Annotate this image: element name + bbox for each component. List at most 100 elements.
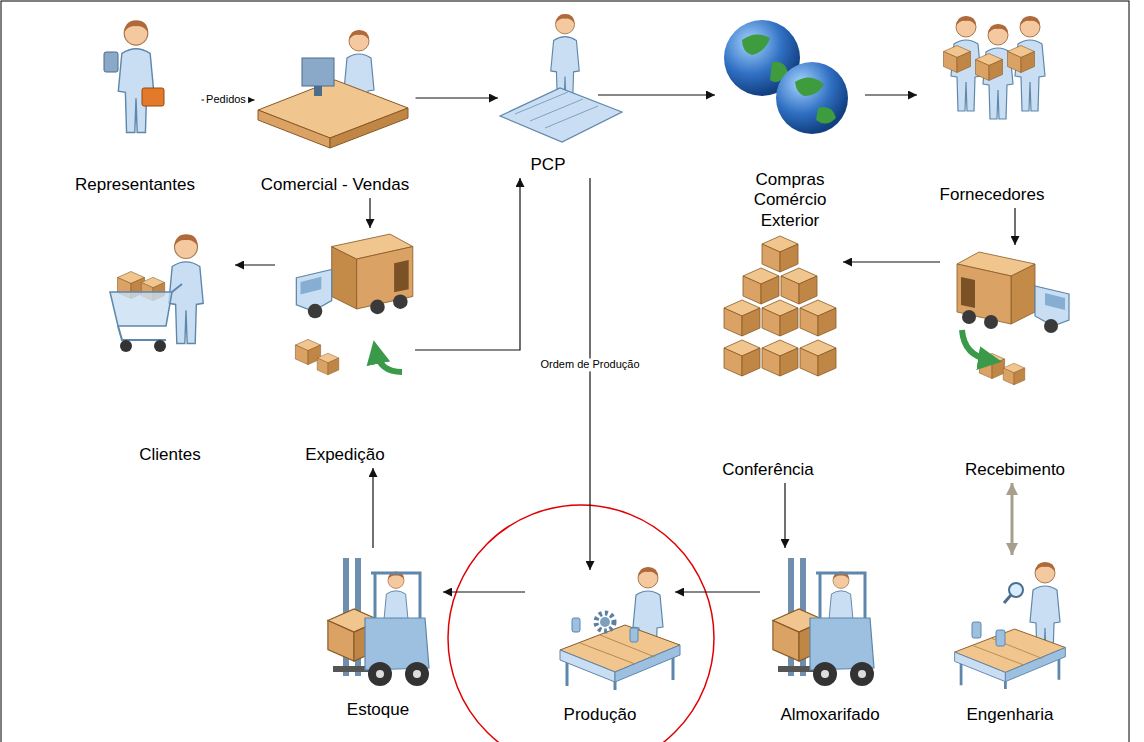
label-row: Recebimento	[940, 460, 1090, 480]
gear	[596, 613, 614, 631]
magnifier	[1009, 583, 1023, 597]
product-item	[630, 628, 638, 642]
gear-hub	[600, 617, 610, 627]
carton	[1008, 46, 1035, 73]
flow-arrow	[416, 97, 499, 98]
unload-arrow	[962, 330, 990, 360]
conveyor	[560, 625, 680, 690]
globe-icon	[724, 20, 848, 134]
node-label: Engenharia	[965, 705, 1056, 725]
label-row: PCP	[498, 155, 598, 175]
process-node: Clientes	[105, 228, 235, 468]
flow-arrow	[369, 198, 370, 228]
label-row: Almoxarifado	[760, 705, 900, 725]
flow-arrow	[675, 591, 760, 592]
shipping-truck-icon	[295, 234, 412, 375]
production-icon	[560, 567, 680, 690]
load-arrow	[376, 352, 402, 372]
desk-top	[258, 80, 408, 138]
truck	[296, 234, 412, 318]
process-node: Recebimento	[940, 245, 1090, 483]
carton	[800, 340, 836, 376]
node-label: Fornecedores	[938, 185, 1047, 205]
node-label: Estoque	[345, 700, 411, 720]
monitor-stand	[314, 86, 322, 96]
process-node: Comercial - Vendas	[255, 30, 416, 198]
label-row: Comercial - Vendas	[255, 175, 416, 195]
label-row: Clientes	[105, 445, 235, 465]
process-node: Compras Comércio Exterior	[715, 15, 865, 234]
cart-frame	[118, 284, 182, 340]
label-row: Estoque	[313, 700, 443, 720]
node-label: Compras Comércio Exterior	[722, 170, 858, 231]
forklift-icon	[773, 558, 874, 686]
process-node: Estoque	[313, 548, 443, 723]
carton	[762, 236, 798, 272]
carton	[317, 353, 339, 375]
cart-wheel	[154, 340, 166, 352]
carton	[743, 268, 779, 304]
label-row: Compras Comércio Exterior	[715, 170, 865, 231]
node-label: Expedição	[303, 445, 386, 465]
process-node: Almoxarifado	[760, 548, 900, 728]
suppliers-icon	[944, 16, 1046, 119]
briefcase	[142, 88, 164, 106]
node-label: Clientes	[137, 445, 202, 465]
globe-land	[795, 77, 836, 123]
desk-side	[330, 108, 408, 148]
node-label: PCP	[529, 155, 568, 175]
flow-arrow	[235, 264, 275, 265]
node-label: Representantes	[73, 175, 197, 195]
process-node: Engenharia	[940, 555, 1080, 728]
process-node: PCP	[498, 15, 598, 178]
monitor	[302, 58, 334, 86]
process-node: Fornecedores	[917, 10, 1067, 208]
truck	[957, 252, 1069, 333]
sales-rep-icon	[104, 20, 164, 132]
globe	[776, 62, 848, 134]
process-node: Produção	[525, 570, 675, 728]
flow-arrow	[1014, 208, 1015, 245]
process-node: Representantes	[69, 15, 202, 198]
engineering-icon	[955, 562, 1066, 689]
person-figure	[118, 20, 153, 132]
label-row: Engenharia	[940, 705, 1080, 725]
flow-arrow	[372, 468, 373, 548]
edge-label: Pedidos	[204, 93, 248, 106]
conveyor	[955, 629, 1066, 689]
node-label: Comercial - Vendas	[259, 175, 411, 195]
node-label: Conferência	[720, 460, 816, 480]
carton	[1003, 363, 1025, 385]
highlight-circle	[448, 505, 714, 742]
planning-table-icon	[500, 14, 622, 142]
cart-wheel	[120, 340, 132, 352]
receiving-truck-icon	[957, 252, 1069, 385]
label-row: Fornecedores	[917, 185, 1067, 205]
globe-land	[742, 34, 788, 82]
carton	[762, 300, 798, 336]
flow-arrow	[865, 94, 917, 95]
label-row: Expedição	[275, 445, 415, 465]
flow-arrow	[443, 591, 525, 592]
edge-label: Ordem de Produção	[538, 358, 641, 371]
label-row: Conferência	[693, 460, 843, 480]
carton	[781, 268, 817, 304]
carton	[295, 339, 320, 364]
label-row: Representantes	[69, 175, 202, 195]
node-label: Produção	[562, 705, 639, 725]
process-node: Expedição	[275, 228, 415, 468]
box-stack-icon	[724, 236, 836, 376]
flow-arrow	[598, 94, 715, 95]
flow-arrow	[784, 483, 785, 548]
node-label: Recebimento	[963, 460, 1067, 480]
flow-arrow	[843, 261, 940, 262]
node-label: Almoxarifado	[778, 705, 881, 725]
flow-arrow	[1011, 483, 1014, 555]
label-row: Produção	[525, 705, 675, 725]
shopping-cart	[110, 292, 172, 326]
product-item	[972, 622, 981, 638]
desk-front	[258, 110, 330, 148]
